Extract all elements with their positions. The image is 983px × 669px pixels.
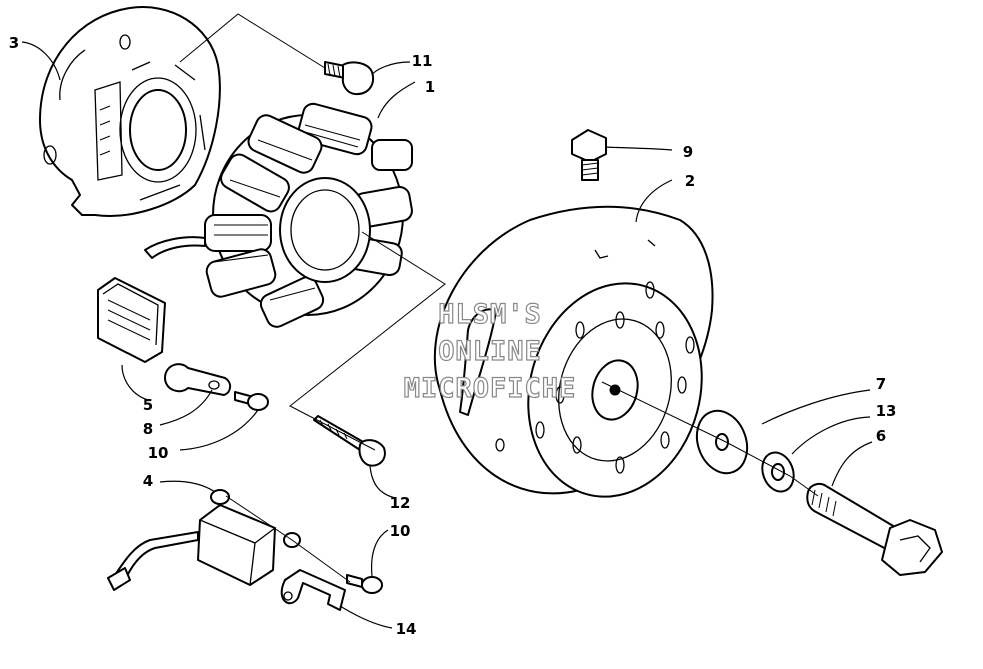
- clamp-part: [164, 363, 232, 396]
- watermark: HLSM'S ONLINE MICROFICHE: [403, 298, 577, 404]
- callout-7: 7: [876, 375, 886, 393]
- watermark-line-1: HLSM'S: [438, 299, 542, 330]
- callout-12: 12: [390, 494, 411, 512]
- stator-part: [144, 102, 413, 328]
- flywheel-part: [433, 205, 714, 498]
- screw-part-10-upper: [234, 391, 269, 411]
- callout-10-upper: 10: [148, 444, 169, 462]
- callout-1: 1: [425, 78, 435, 96]
- washer-part-13: [761, 451, 795, 493]
- callout-6: 6: [876, 427, 886, 445]
- watermark-line-3: MICROFICHE: [404, 373, 577, 404]
- bolt-part-11: [324, 61, 374, 96]
- callout-2: 2: [685, 172, 695, 190]
- screw-part-10-lower: [346, 574, 383, 594]
- callout-3: 3: [9, 34, 19, 52]
- callout-11: 11: [412, 52, 433, 70]
- callout-10-lower: 10: [390, 522, 411, 540]
- callout-5: 5: [143, 396, 153, 414]
- stator-cover-part: [39, 6, 221, 217]
- pad-part: [97, 277, 166, 363]
- watermark-line-2: ONLINE: [438, 336, 542, 367]
- callout-14: 14: [396, 620, 417, 638]
- callout-4: 4: [143, 472, 153, 490]
- washer-part-7: [695, 409, 749, 475]
- callout-9: 9: [683, 143, 693, 161]
- leader-lines: [21, 41, 873, 629]
- bolt-part-6: [806, 483, 943, 576]
- bracket-part: [280, 569, 346, 611]
- callout-13: 13: [876, 402, 897, 420]
- callout-8: 8: [143, 420, 153, 438]
- flywheel-holes: [495, 281, 695, 474]
- callout-labels: 3 11 1 9 2 5 8 10 12 4 10 14 7 13 6: [9, 34, 897, 638]
- assembly-lines: [179, 13, 819, 583]
- bolt-part-9: [571, 129, 607, 181]
- regulator-part: [107, 489, 276, 591]
